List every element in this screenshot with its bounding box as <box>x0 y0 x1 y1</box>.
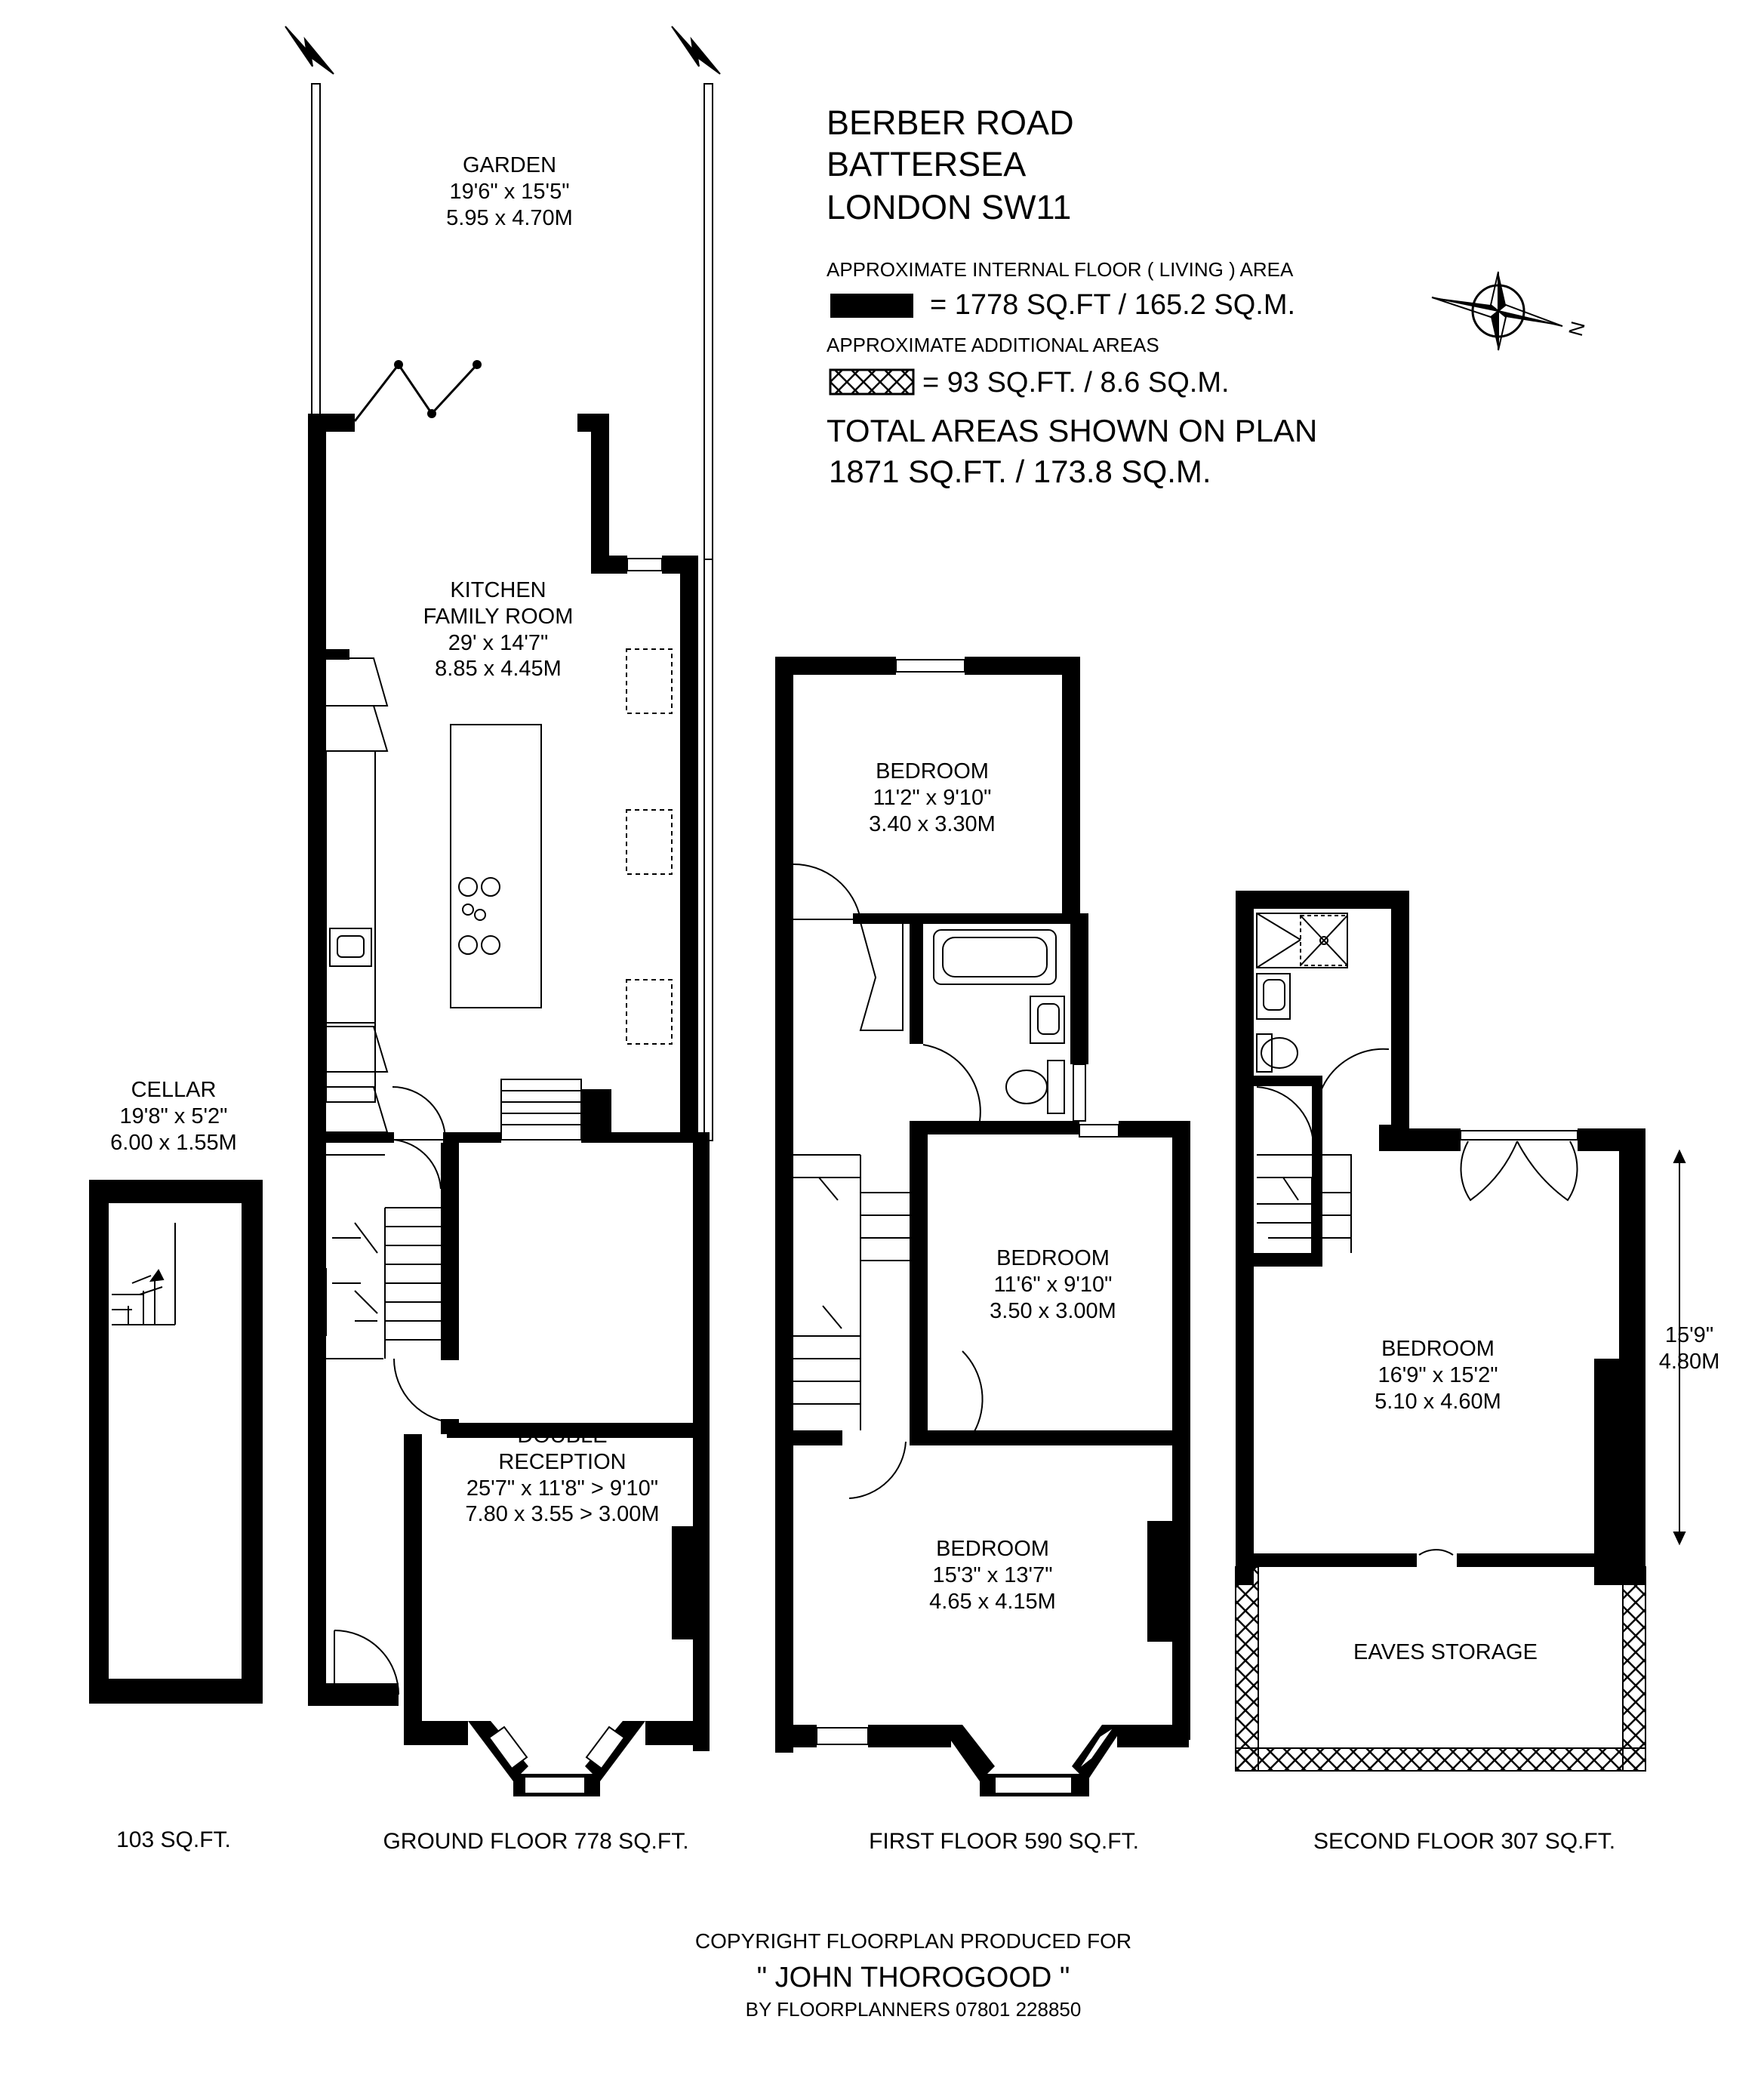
legend-additional-label: APPROXIMATE ADDITIONAL AREAS <box>827 334 1159 356</box>
credits-line-1: COPYRIGHT FLOORPLAN PRODUCED FOR <box>694 1929 1132 1953</box>
dimension-marker-label: 15'9" 4.80M <box>1652 1322 1727 1375</box>
cellar-metric: 6.00 x 1.55M <box>110 1130 237 1155</box>
bedroom-first-middle-name: BEDROOM <box>996 1246 1110 1270</box>
reception-name-2: RECEPTION <box>498 1449 626 1474</box>
dimension-metric: 4.80M <box>1658 1349 1720 1374</box>
bedroom-second-metric: 5.10 x 4.60M <box>1375 1389 1501 1414</box>
ground-floor-caption: GROUND FLOOR 778 SQ.FT. <box>383 1829 689 1854</box>
credits-line-3: BY FLOORPLANNERS 07801 228850 <box>745 1998 1082 2021</box>
kitchen-label: KITCHEN FAMILY ROOM 29' x 14'7" 8.85 x 4… <box>393 577 604 682</box>
garden-name: GARDEN <box>462 153 557 177</box>
cellar-name: CELLAR <box>131 1078 217 1102</box>
cellar-imperial: 19'8" x 5'2" <box>119 1104 228 1128</box>
bedroom-first-front-imperial: 15'3" x 13'7" <box>932 1562 1053 1587</box>
bedroom-second-label: BEDROOM 16'9" x 15'2" 5.10 x 4.60M <box>1351 1336 1525 1415</box>
dimension-imperial: 15'9" <box>1664 1323 1714 1347</box>
garden-label: GARDEN 19'6" x 15'5" 5.95 x 4.70M <box>411 152 608 231</box>
bedroom-first-middle-label: BEDROOM 11'6" x 9'10" 3.50 x 3.00M <box>966 1245 1140 1324</box>
ground-floor-plan <box>308 360 710 1796</box>
address-line-2: BATTERSEA <box>827 145 1027 183</box>
bedroom-first-rear-imperial: 11'2" x 9'10" <box>873 785 992 810</box>
kitchen-name-1: KITCHEN <box>450 578 546 602</box>
cellar-label: CELLAR 19'8" x 5'2" 6.00 x 1.55M <box>87 1077 260 1156</box>
bedroom-first-front-metric: 4.65 x 4.15M <box>929 1589 1056 1614</box>
first-floor-caption: FIRST FLOOR 590 SQ.FT. <box>869 1829 1139 1854</box>
bedroom-first-middle-metric: 3.50 x 3.00M <box>990 1298 1116 1323</box>
bedroom-first-front-name: BEDROOM <box>936 1537 1049 1561</box>
bedroom-first-rear-name: BEDROOM <box>876 759 989 783</box>
address-line-3: LONDON SW11 <box>827 188 1072 226</box>
kitchen-metric: 8.85 x 4.45M <box>435 657 562 682</box>
bedroom-first-front-label: BEDROOM 15'3" x 13'7" 4.65 x 4.15M <box>906 1536 1079 1615</box>
double-reception-label: DOUBLE RECEPTION 25'7" x 11'8" > 9'10" 7… <box>438 1423 687 1528</box>
total-area-value: 1871 SQ.FT. / 173.8 SQ.M. <box>829 454 1211 489</box>
eaves-storage-label: EAVES STORAGE <box>1353 1640 1538 1664</box>
credits-line-2: " JOHN THOROGOOD " <box>756 1962 1070 1993</box>
dimension-marker-line <box>1673 1149 1686 1546</box>
reception-name-1: DOUBLE <box>517 1424 608 1448</box>
garden-imperial: 19'6" x 15'5" <box>449 179 570 204</box>
garden-metric: 5.95 x 4.70M <box>446 205 573 230</box>
cellar-plan <box>89 1180 263 1704</box>
compass-icon <box>1431 271 1563 351</box>
bedroom-second-name: BEDROOM <box>1381 1337 1495 1361</box>
kitchen-imperial: 29' x 14'7" <box>448 630 549 655</box>
first-floor-plan <box>775 657 1190 1796</box>
second-floor-caption: SECOND FLOOR 307 SQ.FT. <box>1313 1829 1616 1854</box>
legend-living-value: = 1778 SQ.FT / 165.2 SQ.M. <box>930 289 1296 321</box>
additional-area-swatch <box>829 368 915 396</box>
cellar-area-caption: 103 SQ.FT. <box>116 1827 231 1852</box>
bedroom-first-middle-imperial: 11'6" x 9'10" <box>993 1272 1113 1297</box>
legend-living-label: APPROXIMATE INTERNAL FLOOR ( LIVING ) AR… <box>827 258 1294 281</box>
second-floor-plan <box>1235 891 1686 1772</box>
legend-swatches <box>829 294 915 396</box>
kitchen-name-2: FAMILY ROOM <box>423 604 574 629</box>
living-area-swatch <box>830 294 913 318</box>
legend-additional-value: = 93 SQ.FT. / 8.6 SQ.M. <box>922 367 1230 399</box>
bedroom-first-rear-label: BEDROOM 11'2" x 9'10" 3.40 x 3.30M <box>845 759 1019 837</box>
address-line-1: BERBER ROAD <box>827 103 1074 142</box>
bedroom-first-rear-metric: 3.40 x 3.30M <box>869 811 996 836</box>
bedroom-second-imperial: 16'9" x 15'2" <box>1378 1362 1498 1387</box>
cellar-stairs <box>112 1223 176 1325</box>
reception-metric: 7.80 x 3.55 > 3.00M <box>465 1502 660 1527</box>
reception-imperial: 25'7" x 11'8" > 9'10" <box>466 1476 659 1501</box>
total-area-title: TOTAL AREAS SHOWN ON PLAN <box>827 413 1318 448</box>
garden-fences <box>285 26 721 1141</box>
